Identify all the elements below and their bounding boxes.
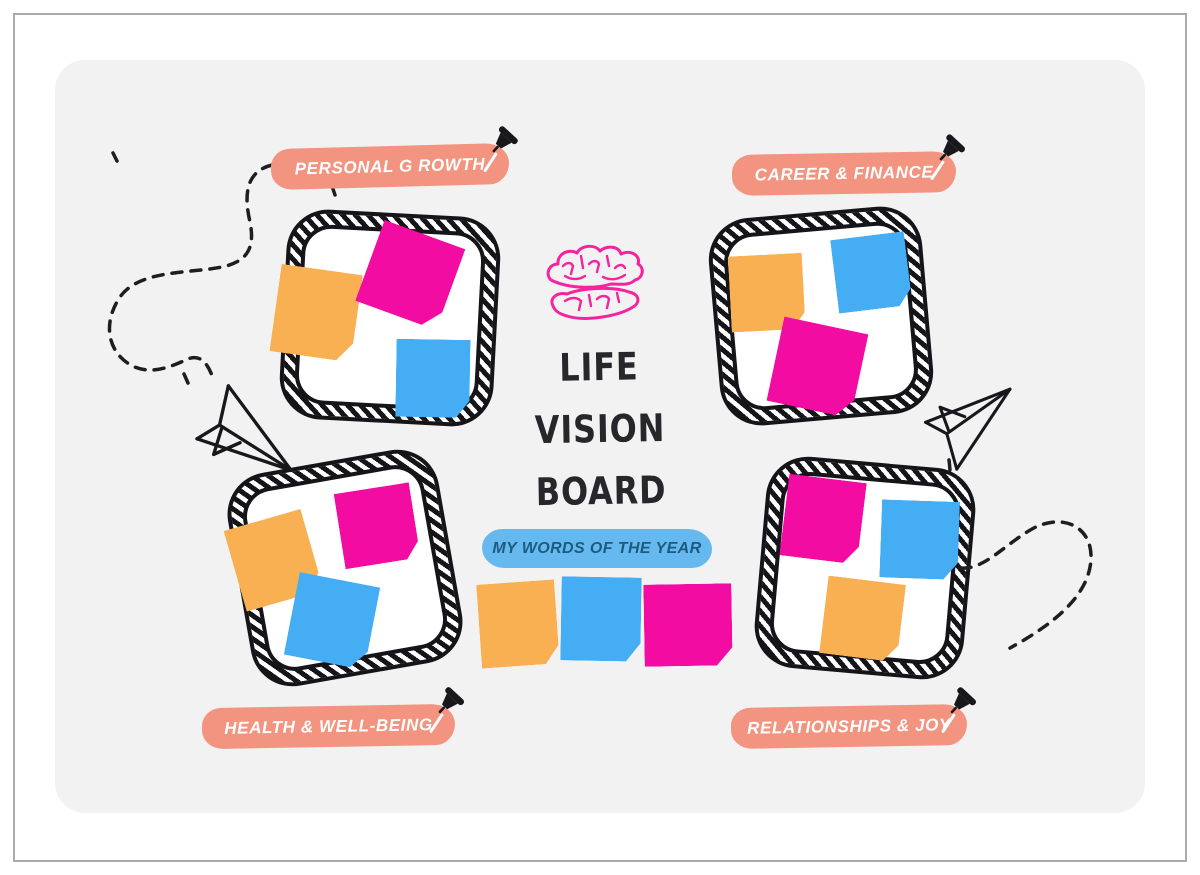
pushpin-icon [483, 126, 518, 173]
label-text: HEALTH & WELL-BEING [224, 714, 433, 738]
label-pill-relationships-joy[interactable]: RELATIONSHIPS & JOY [730, 687, 977, 750]
brain-icon[interactable] [540, 244, 652, 328]
words-of-the-year-label: MY WORDS OF THE YEAR [492, 539, 702, 557]
sticky-note[interactable] [476, 579, 560, 668]
pushpin-icon [930, 134, 966, 180]
board-career-finance[interactable] [705, 203, 937, 429]
sticky-note[interactable] [643, 583, 732, 667]
sticky-note[interactable] [334, 482, 421, 569]
paper-plane-icon[interactable] [193, 382, 295, 476]
board-relationships-joy[interactable] [751, 453, 979, 683]
sticky-note[interactable] [269, 264, 362, 363]
sticky-note[interactable] [779, 474, 866, 565]
board-health-wellbeing[interactable] [220, 443, 470, 693]
paper-plane-icon[interactable] [912, 383, 1026, 475]
label-pill-health-wellbeing[interactable]: HEALTH & WELL-BEING [201, 687, 465, 750]
title-line-1: LIFE [558, 344, 639, 390]
sticky-note[interactable] [830, 231, 912, 313]
pushpin-icon [429, 687, 465, 733]
label-text: PERSONAL G ROWTH [294, 154, 486, 178]
pushpin-icon [941, 687, 977, 733]
title-block[interactable]: LIFE VISION BOARD [458, 334, 741, 525]
sticky-note[interactable] [879, 499, 960, 580]
title-line-3: BOARD [535, 467, 667, 515]
sticky-note[interactable] [766, 317, 868, 419]
label-pill-personal-growth[interactable]: PERSONAL G ROWTH [270, 126, 518, 191]
label-text: CAREER & FINANCE [754, 161, 934, 185]
title-line-2: VISION [534, 405, 666, 453]
label-pill-career-finance[interactable]: CAREER & FINANCE [731, 134, 966, 196]
sticky-note[interactable] [819, 576, 906, 663]
label-text: RELATIONSHIPS & JOY [746, 714, 952, 738]
words-of-the-year-pill[interactable]: MY WORDS OF THE YEAR [482, 529, 712, 568]
sticky-note[interactable] [560, 576, 641, 661]
